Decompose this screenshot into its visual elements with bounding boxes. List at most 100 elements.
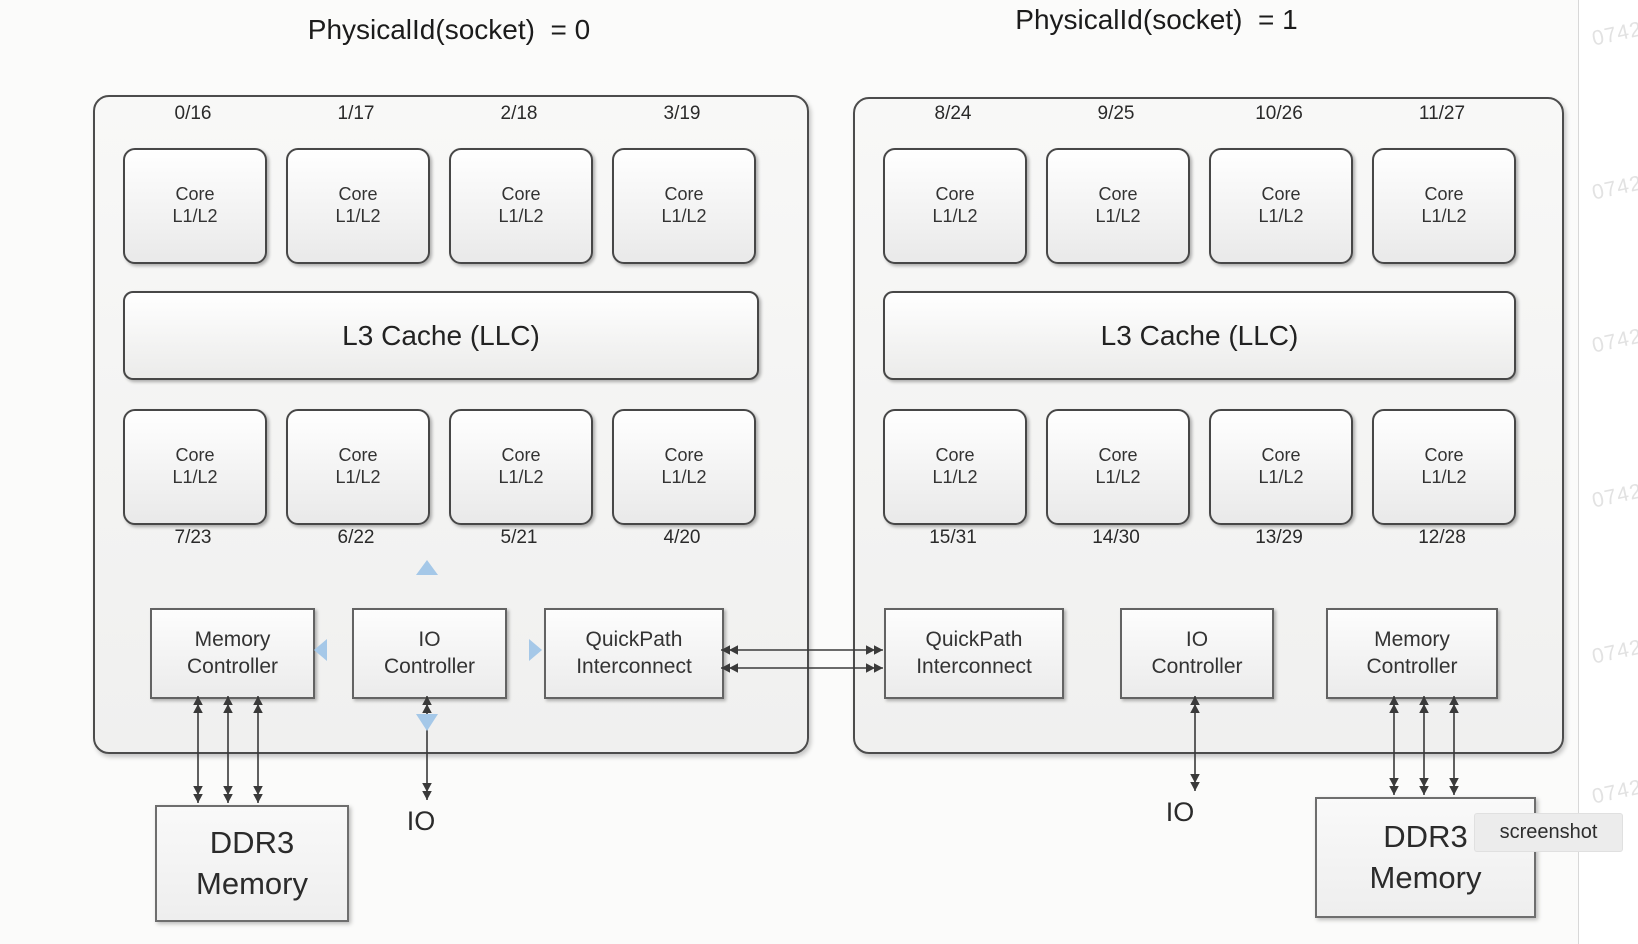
l3-cache-box: L3 Cache (LLC): [123, 291, 759, 380]
ddr3-label: Memory: [1369, 859, 1482, 895]
socket-1-title: PhysicalId(socket) = 1: [1015, 4, 1298, 35]
memory-controller-label: Memory: [1374, 627, 1450, 651]
core-cache-label: L1/L2: [172, 206, 218, 226]
screenshot-tooltip: screenshot: [1475, 814, 1622, 851]
quickpath-label: Interconnect: [916, 654, 1032, 678]
core-cache-label: L1/L2: [172, 467, 218, 487]
core-cache-label: L1/L2: [1421, 206, 1467, 226]
core-label: Core: [664, 445, 704, 466]
core-id-label: 6/22: [337, 527, 375, 548]
core-cache-label: L1/L2: [661, 467, 707, 487]
page-right-strip: [1579, 0, 1638, 944]
core-cache-label: L1/L2: [932, 467, 978, 487]
core-label: Core: [175, 445, 215, 466]
page-divider-line: [1578, 0, 1579, 944]
core-label: Core: [935, 445, 975, 466]
ddr3-label: DDR3: [1383, 819, 1468, 855]
flow-up-triangle-icon: [416, 560, 438, 575]
core-label: Core: [1098, 445, 1138, 466]
flow-down-triangle-icon: [416, 714, 438, 731]
memory-controller-label: Controller: [1366, 654, 1458, 678]
core-cache-label: L1/L2: [1421, 467, 1467, 487]
core-label: Core: [338, 184, 378, 205]
core-cache-label: L1/L2: [1095, 206, 1141, 226]
core-cache-label: L1/L2: [661, 206, 707, 226]
io-controller-label: IO: [1185, 627, 1209, 651]
flow-left-triangle-icon: [314, 639, 327, 661]
io-endpoint-label: IO: [1165, 797, 1195, 827]
io-controller-box: IO Controller: [1120, 608, 1274, 699]
core-label: Core: [501, 184, 541, 205]
io-controller-label: Controller: [1151, 654, 1243, 678]
core-cache-label: L1/L2: [1258, 467, 1304, 487]
core-cache-label: L1/L2: [335, 206, 381, 226]
core-label: Core: [175, 184, 215, 205]
memory-controller-label: Controller: [186, 654, 279, 678]
io-endpoint-label: IO: [406, 806, 436, 836]
core-cache-label: L1/L2: [498, 206, 544, 226]
io-controller-label: Controller: [383, 654, 476, 678]
core-id-label: 15/31: [929, 527, 977, 548]
core-id-label: 14/30: [1092, 527, 1140, 548]
core-label: Core: [501, 445, 541, 466]
l3-cache-box: L3 Cache (LLC): [883, 291, 1516, 380]
core-id-label: 10/26: [1255, 103, 1303, 124]
core-id-label: 3/19: [663, 103, 701, 124]
core-cache-label: L1/L2: [335, 467, 381, 487]
flow-right-triangle-icon: [529, 639, 542, 661]
core-id-label: 2/18: [500, 103, 538, 124]
memory-controller-label: Memory: [194, 627, 271, 651]
core-label: Core: [1424, 184, 1464, 205]
core-label: Core: [935, 184, 975, 205]
core-label: Core: [1261, 445, 1301, 466]
core-id-label: 4/20: [663, 527, 701, 548]
core-id-label: 0/16: [174, 103, 212, 124]
core-label: Core: [664, 184, 704, 205]
core-cache-label: L1/L2: [1258, 206, 1304, 226]
io-controller-label: IO: [418, 627, 441, 651]
core-label: Core: [1424, 445, 1464, 466]
core-cache-label: L1/L2: [498, 467, 544, 487]
core-id-label: 7/23: [174, 527, 212, 548]
core-id-label: 1/17: [337, 103, 375, 124]
core-cache-label: L1/L2: [1095, 467, 1141, 487]
core-label: Core: [1261, 184, 1301, 205]
ddr3-label: DDR3: [209, 825, 295, 861]
quickpath-label: QuickPath: [925, 627, 1023, 651]
core-cache-label: L1/L2: [932, 206, 978, 226]
core-label: Core: [338, 445, 378, 466]
core-id-label: 12/28: [1418, 527, 1466, 548]
core-label: Core: [1098, 184, 1138, 205]
io-controller-box: IO Controller: [352, 608, 507, 699]
socket-0-title: PhysicalId(socket) = 0: [307, 14, 591, 45]
core-id-label: 5/21: [500, 527, 538, 548]
ddr3-label: Memory: [196, 865, 308, 901]
quickpath-label: QuickPath: [585, 627, 683, 651]
core-id-label: 9/25: [1097, 103, 1135, 124]
quickpath-label: Interconnect: [576, 654, 692, 678]
core-id-label: 8/24: [934, 103, 972, 124]
core-id-label: 13/29: [1255, 527, 1303, 548]
